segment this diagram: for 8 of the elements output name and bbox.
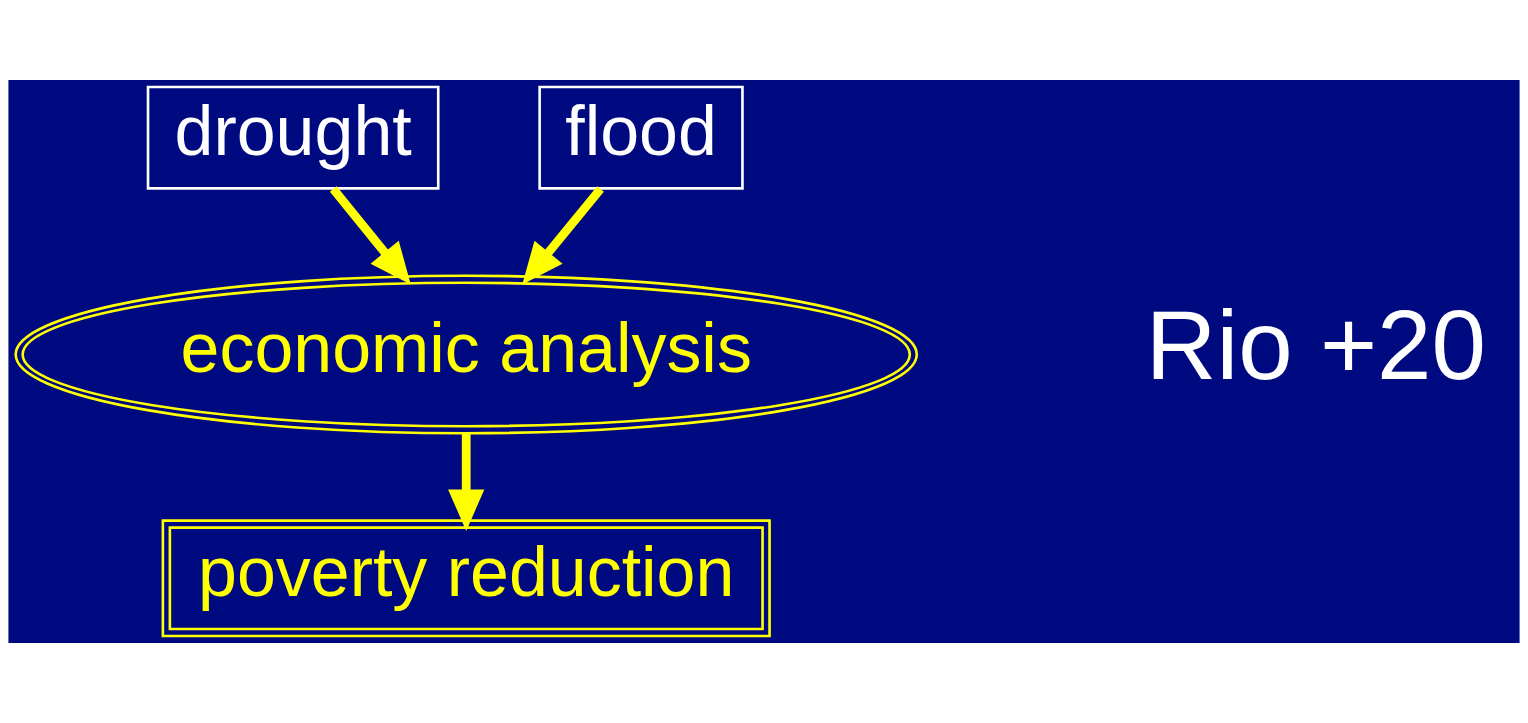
label: Rio +20 [1145, 289, 1486, 400]
node-ellipse: economic analysis [14, 274, 919, 435]
node-box: flood [538, 85, 744, 190]
arrow [522, 186, 604, 285]
node-box: poverty reduction [161, 519, 771, 638]
arrow [329, 186, 411, 285]
node-box: drought [146, 85, 440, 190]
arrow [448, 433, 485, 531]
